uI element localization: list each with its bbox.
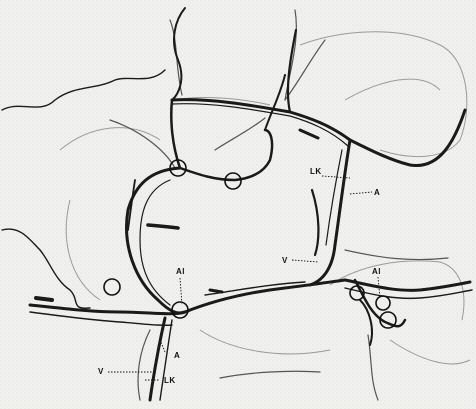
label-v-lower: V bbox=[98, 367, 104, 376]
label-al-left: Al bbox=[176, 267, 185, 276]
label-lk-upper: LK bbox=[310, 167, 322, 176]
label-al-right: Al bbox=[372, 267, 381, 276]
vessel-left-dash bbox=[36, 298, 52, 300]
label-a-upper: A bbox=[374, 188, 380, 197]
vessel-lower-mark bbox=[210, 290, 222, 292]
label-v-middle: V bbox=[282, 256, 288, 265]
label-a-lower: A bbox=[174, 351, 180, 360]
label-lk-lower: LK bbox=[164, 376, 176, 385]
